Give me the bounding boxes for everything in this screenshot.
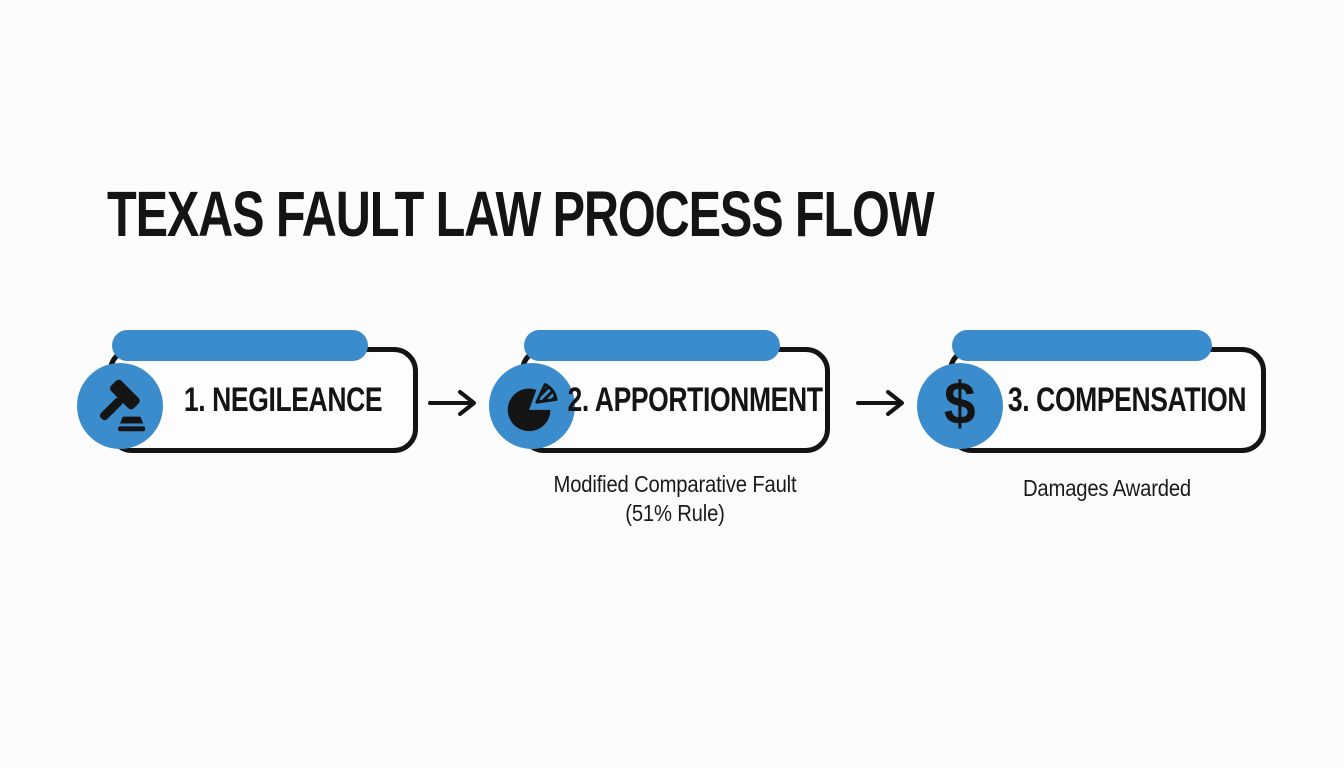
step-label: 1. NEGILEANCE: [183, 380, 383, 419]
step-header-pill: [112, 330, 368, 361]
dollar-glyph: $: [944, 370, 976, 437]
caption-line: (51% Rule): [625, 500, 725, 526]
arrow-right-icon: [855, 388, 915, 418]
step-compensation: $ 3. COMPENSATION: [917, 330, 1266, 453]
caption-apportionment: Modified Comparative Fault (51% Rule): [539, 470, 812, 528]
caption-line: Modified Comparative Fault: [553, 471, 797, 497]
step-header-pill: [952, 330, 1212, 361]
page-title: TEXAS FAULT LAW PROCESS FLOW: [107, 178, 935, 250]
step-apportionment: 2. APPORTIONMENT: [489, 330, 830, 453]
step-label: 2. APPORTIONMENT: [567, 380, 823, 419]
step-label: 3. COMPENSATION: [1007, 380, 1247, 419]
step-header-pill: [524, 330, 780, 361]
caption-line: Damages Awarded: [1022, 475, 1191, 501]
pie-chart-icon: [489, 363, 575, 449]
arrow-right-icon: [427, 388, 487, 418]
caption-compensation: Damages Awarded: [967, 474, 1247, 503]
dollar-icon: $: [917, 363, 1003, 449]
step-negligence: 1. NEGILEANCE: [77, 330, 418, 453]
gavel-icon: [77, 363, 163, 449]
